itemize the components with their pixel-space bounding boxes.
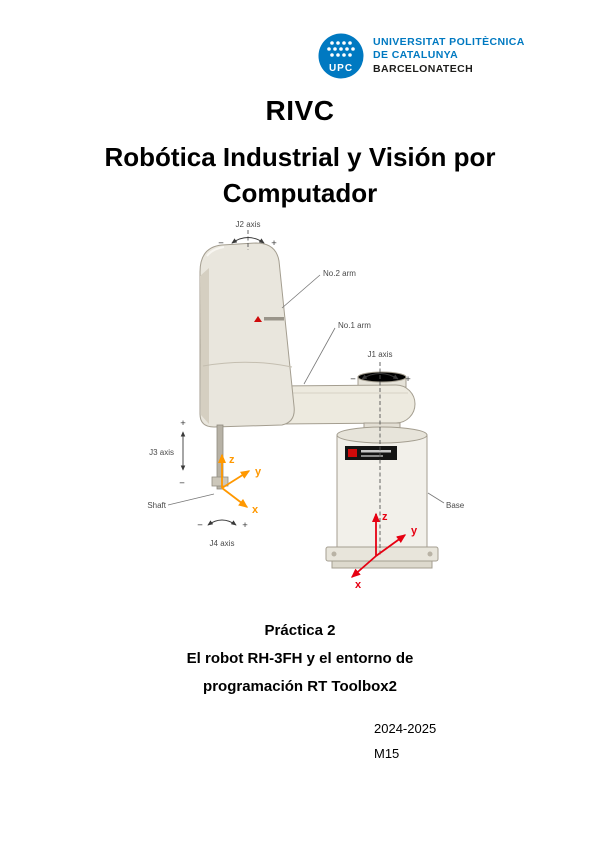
robot-base — [325, 422, 439, 569]
base-y-axis-arrow — [375, 534, 407, 557]
robot-illustration: J2 axis − + J1 axis − + No.2 arm — [147, 220, 465, 591]
mitsubishi-logo — [254, 316, 284, 322]
no2-arm-label: No.2 arm — [323, 269, 356, 278]
robot-no1-arm — [275, 371, 416, 425]
base-annotation: Base — [427, 492, 465, 510]
robot-no2-arm-tower — [199, 242, 295, 428]
practice-subtitle-line1: El robot RH-3FH y el entorno de — [186, 650, 414, 667]
no1-arm-annotation: No.1 arm — [303, 321, 371, 385]
upc-acronym: UPC — [329, 63, 353, 74]
base-x-label: x — [355, 579, 362, 591]
no1-arm-leader-line — [303, 327, 336, 385]
no2-arm-leader-line — [281, 274, 321, 309]
j1-minus-sign: − — [350, 374, 356, 385]
base-x-axis-arrow — [350, 555, 377, 578]
base-label: Base — [446, 501, 465, 510]
tool-coordinate-frame: z y x — [217, 453, 262, 516]
no1-arm-label: No.1 arm — [338, 321, 371, 330]
upc-logo-circle — [318, 33, 364, 79]
university-name-line2: DE CATALUNYA — [373, 49, 459, 62]
j3-minus-sign: − — [179, 478, 185, 489]
course-title-line1: Robótica Industrial y Visión por — [104, 142, 496, 172]
j1-axis-annotation: J1 axis − + — [350, 350, 411, 556]
j2-plus-sign: + — [271, 238, 277, 249]
base-z-label: z — [382, 511, 388, 523]
j3-plus-sign: + — [180, 418, 186, 429]
robot-shaft — [211, 424, 229, 490]
upc-logo-text: UNIVERSITAT POLITÈCNICA DE CATALUNYA BAR… — [373, 36, 525, 77]
tool-x-label: x — [252, 504, 259, 516]
academic-year: 2024-2025 — [374, 721, 437, 736]
tool-y-axis-arrow — [221, 470, 251, 489]
j4-plus-sign: + — [242, 520, 248, 531]
shaft-label: Shaft — [147, 501, 166, 510]
j1-axis-label: J1 axis — [368, 350, 393, 359]
j3-axis-label: J3 axis — [149, 448, 174, 457]
j4-minus-sign: − — [197, 520, 203, 531]
group-code: M15 — [374, 746, 400, 761]
university-name-line1: UNIVERSITAT POLITÈCNICA — [373, 35, 525, 48]
practice-number: Práctica 2 — [264, 622, 336, 639]
j4-rotation-arrow — [207, 519, 237, 526]
base-leader-line — [427, 492, 445, 504]
no2-arm-annotation: No.2 arm — [281, 269, 356, 309]
practice-subtitle-line2: programación RT Toolbox2 — [203, 678, 397, 695]
j3-axis-annotation: + − J3 axis — [149, 418, 186, 489]
j2-axis-label: J2 axis — [236, 220, 261, 229]
upc-logo-emblem: UPC — [318, 33, 364, 79]
melfa-nameplate — [345, 446, 397, 460]
upc-logo: UPC UNIVERSITAT POLITÈCNICA DE CATALUNYA… — [318, 33, 525, 79]
university-name-line3: BARCELONATECH — [373, 62, 474, 75]
tool-z-label: z — [229, 454, 235, 466]
course-title-line2: Computador — [222, 178, 378, 208]
course-acronym-title: RIVC — [265, 95, 335, 126]
j4-axis-annotation: − + J4 axis — [197, 519, 248, 548]
shaft-annotation: Shaft — [147, 493, 215, 510]
j2-rotation-arrow — [231, 237, 265, 244]
shaft-leader-line — [167, 493, 215, 506]
j1-rotation-arrow — [361, 373, 399, 380]
j2-minus-sign: − — [218, 238, 224, 249]
practice-titles: Práctica 2 El robot RH-3FH y el entorno … — [0, 617, 600, 701]
j1-plus-sign: + — [405, 374, 411, 385]
course-title: Robótica Industrial y Visión por Computa… — [0, 139, 600, 211]
base-coordinate-frame: z y x — [350, 511, 418, 591]
tool-x-axis-arrow — [221, 487, 249, 508]
j2-axis-annotation: J2 axis − + — [218, 220, 277, 250]
robot-diagram: J2 axis − + J1 axis − + No.2 arm — [108, 216, 488, 616]
j4-axis-label: J4 axis — [210, 539, 235, 548]
base-y-label: y — [411, 525, 418, 537]
tool-y-label: y — [255, 466, 262, 478]
upc-logo-dots — [327, 41, 355, 57]
year-group-block: 2024-2025 M15 — [374, 716, 436, 766]
